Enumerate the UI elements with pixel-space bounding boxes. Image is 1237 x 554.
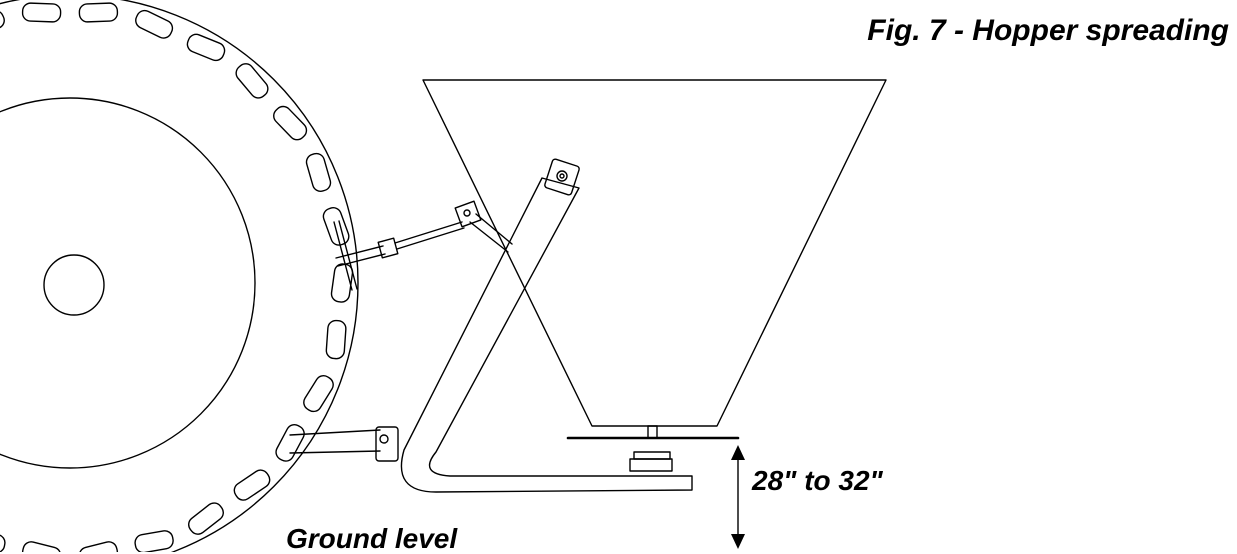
height-range-label: 28" to 32" bbox=[752, 465, 883, 496]
tire-tread-lug bbox=[188, 502, 224, 535]
lower-link bbox=[289, 426, 399, 462]
top-link-rod-mid bbox=[394, 221, 463, 244]
tire-tread-lug bbox=[275, 424, 305, 462]
spreader-shaft bbox=[647, 425, 658, 439]
tire-tread-lug bbox=[235, 63, 269, 99]
tire-tread-lug bbox=[0, 9, 5, 39]
wheel-hub bbox=[43, 254, 105, 316]
tire-tread-lug bbox=[233, 469, 271, 501]
tire-tread-lug bbox=[21, 541, 62, 552]
top-link-rod-left bbox=[335, 245, 384, 259]
hopper-body bbox=[422, 79, 887, 427]
tire-treads bbox=[0, 2, 354, 552]
tire-tread-lug bbox=[0, 530, 6, 552]
arm-pivot-plate bbox=[544, 158, 580, 196]
gearbox bbox=[629, 458, 673, 472]
hopper bbox=[422, 79, 887, 427]
tractor-bracket bbox=[333, 221, 353, 291]
tractor-bracket-b bbox=[338, 220, 358, 290]
spreader-assembly bbox=[566, 425, 740, 472]
top-link-bracket bbox=[454, 200, 482, 228]
tire-tread-lug bbox=[186, 33, 226, 62]
tire-tread-lug bbox=[135, 9, 174, 39]
tractor-tire bbox=[0, 0, 359, 552]
tire-tread-lug bbox=[322, 207, 350, 246]
tire-tread-lug bbox=[78, 2, 119, 23]
tire-tread-lug bbox=[78, 541, 119, 552]
tire-tread-lug bbox=[273, 105, 308, 141]
wheel-rim bbox=[0, 97, 256, 469]
ground-level-label: Ground level bbox=[286, 523, 458, 554]
top-link-rod-right bbox=[469, 221, 509, 253]
height-arrow-bottom-head bbox=[731, 534, 745, 549]
lower-link-pin bbox=[379, 434, 389, 444]
top-link-rod-right-b bbox=[475, 213, 513, 245]
arm-pivot-bolt-inner bbox=[559, 173, 565, 179]
figure-title: Fig. 7 - Hopper spreading bbox=[867, 14, 1229, 47]
arm-pivot-bolt bbox=[556, 170, 568, 182]
tire-tread-lug bbox=[305, 152, 332, 192]
spreader-frame bbox=[400, 158, 693, 493]
lower-link-top bbox=[289, 429, 381, 436]
gearbox-top bbox=[633, 451, 671, 460]
height-arrow-top-head bbox=[731, 445, 745, 460]
frame-arm bbox=[400, 177, 693, 493]
top-link-turnbuckle bbox=[377, 237, 399, 259]
top-link-rod-mid-b bbox=[396, 227, 465, 250]
tire-outer-rim bbox=[0, 0, 359, 552]
tire-tread-lug bbox=[134, 530, 174, 552]
tire-tread-lug bbox=[325, 319, 347, 360]
lower-link-bottom bbox=[289, 450, 381, 454]
tire-tread-lug bbox=[21, 2, 62, 23]
lower-link-clevis bbox=[375, 426, 399, 462]
tire-tread-lug bbox=[303, 375, 334, 413]
height-dimension bbox=[731, 445, 745, 549]
top-link bbox=[333, 200, 513, 291]
top-link-bolt bbox=[463, 209, 471, 217]
